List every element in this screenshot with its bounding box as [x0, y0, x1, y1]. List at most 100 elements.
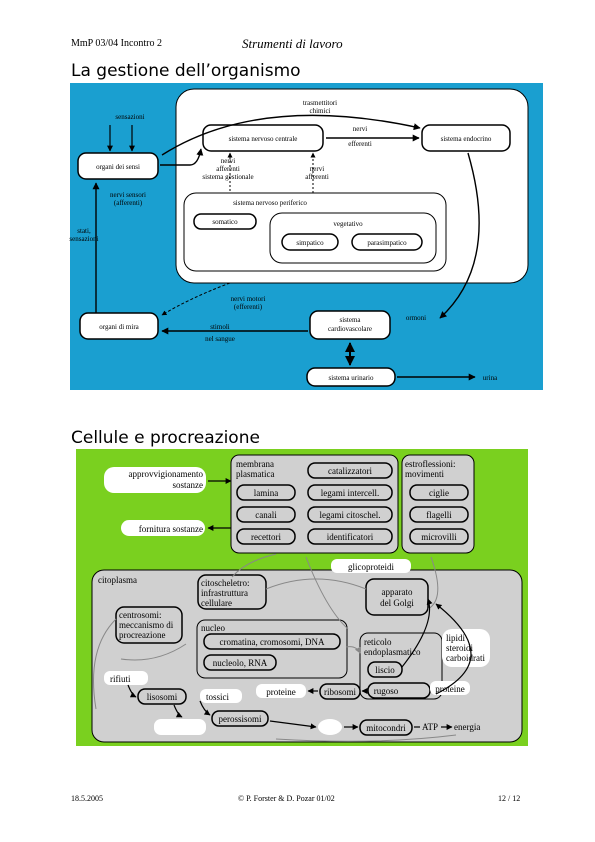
label-sensazioni: sensazioni [115, 113, 144, 121]
label-approvv-2: sostanze [173, 480, 204, 490]
arrow-proteine-golgi [435, 603, 472, 695]
label-snc: sistema nervoso centrale [229, 135, 298, 143]
bubble-lipidi [442, 629, 490, 667]
label-nervi-motori-1: nervi motori [231, 295, 266, 303]
curve-citosch-golgi [265, 578, 367, 590]
label-citosch-1: citoscheletro: [201, 578, 249, 588]
diagram-cellule: membrana plasmatica approvvigionamento s… [76, 449, 528, 746]
label-citosch-3: cellulare [201, 598, 232, 608]
arrow-lisosomi-out [173, 704, 183, 718]
label-urina: urina [483, 374, 498, 382]
label-recettori: recettori [251, 532, 281, 542]
label-centrosomi-1: centrosomi: [119, 610, 162, 620]
box-cardiovascolare [309, 310, 391, 340]
label-stati-2: sensazioni [69, 235, 98, 243]
box-microvilli [409, 528, 469, 545]
label-estrofl-2: movimenti [405, 469, 444, 479]
box-snc [202, 124, 324, 152]
label-cromatina: cromatina, cromosomi, DNA [220, 637, 325, 647]
arrow-nervi-motori [161, 282, 231, 316]
label-proteine-left: proteine [266, 687, 296, 697]
label-cardio-2: cardiovascolare [328, 325, 372, 333]
label-reticolo-1: reticolo [364, 637, 392, 647]
label-ciglie: ciglie [429, 488, 449, 498]
box-legami-citoschel [307, 506, 393, 523]
label-nervi-af-sg-3: sistema gestionale [202, 173, 253, 181]
label-membrana-2: plasmatica [236, 469, 274, 479]
box-recettori [236, 528, 296, 545]
label-golgi-1: apparato [382, 587, 413, 597]
section-title-organismo: La gestione dell’organismo [71, 61, 301, 81]
label-trasmettitori-1: trasmettitori [303, 99, 337, 107]
label-somatico: somatico [212, 218, 238, 226]
label-organi-sensi: organi dei sensi [96, 163, 140, 171]
label-trasmettitori-2: chimici [310, 107, 331, 115]
label-vegetativo: vegetativo [333, 220, 363, 228]
label-lisosomi: lisosomi [147, 692, 178, 702]
label-nucleo: nucleo [201, 623, 225, 633]
label-citoplasma: citoplasma [98, 575, 137, 585]
label-stati-1: stati, [77, 227, 91, 235]
box-simpatico [281, 233, 339, 251]
label-ribosomi: ribosomi [324, 687, 357, 697]
box-legami-intercell [307, 484, 393, 501]
curve-outer-left [93, 618, 117, 710]
label-nervi-sensori-2: (afferenti) [114, 199, 143, 207]
label-approvv-1: approvvigionamento [129, 469, 204, 479]
box-perossisomi [211, 710, 269, 727]
box-citoscheletro [197, 574, 267, 610]
box-endocrino [421, 124, 511, 152]
arrow-perossisomi-out [269, 720, 317, 730]
bubble-glicoproteidi [331, 559, 411, 573]
bubble-perossisomi-output [318, 719, 342, 735]
footer-date: 18.5.2005 [71, 794, 103, 803]
curve-outer-bottom [275, 734, 457, 742]
label-snp: sistema nervoso periferico [233, 199, 307, 207]
diagram-gestione-organismo: sistema nervoso centrale sistema endocri… [69, 83, 543, 390]
curve-nucleo-reticolo [345, 646, 361, 654]
arrow-sensi-snc [160, 148, 204, 166]
label-simpatico: simpatico [296, 239, 324, 247]
box-mitocondri [359, 719, 413, 736]
box-organi-sensi [77, 152, 159, 180]
label-nervi-sensori-1: nervi sensori [110, 191, 146, 199]
bubble-fornitura [121, 520, 205, 536]
label-legami-intercell: legami intercell. [321, 488, 379, 498]
arrow-reticolo-golgi [401, 598, 433, 668]
label-rugoso: rugoso [374, 686, 399, 696]
label-fornitura: fornitura sostanze [139, 524, 203, 534]
bubble-tossici [200, 689, 242, 703]
label-lipidi-3: carboidrati [446, 653, 485, 663]
label-organi-mira: organi di mira [99, 323, 139, 331]
box-catalizzatori [307, 462, 393, 479]
label-identificatori: identificatori [327, 532, 374, 542]
footer-copyright: © P. Forster & D. Pozar 01/02 [238, 794, 335, 803]
label-nervi-af-2: afferenti [305, 173, 329, 181]
label-golgi-2: del Golgi [380, 598, 414, 608]
label-perossisomi: perossisomi [218, 714, 262, 724]
label-nervi-af-1: nervi [310, 165, 324, 173]
label-microvilli: microvilli [421, 532, 457, 542]
box-liscio [367, 661, 403, 678]
curve-membrana-nucleo [305, 556, 349, 630]
label-membrana-1: membrana [236, 459, 274, 469]
label-nervi-af-sg-2: afferenti [216, 165, 240, 173]
label-legami-citoschel: legami citoschel. [320, 510, 381, 520]
label-centrosomi-2: meccanismo di [119, 620, 174, 630]
label-mitocondri: mitocondri [366, 723, 406, 733]
bubble-lisosomi-output [154, 719, 206, 735]
box-nucleolo [203, 654, 277, 671]
curve-estrofl-golgi [427, 556, 439, 610]
box-golgi [365, 578, 429, 616]
box-cromatina [203, 633, 341, 650]
box-canali [236, 506, 296, 523]
label-reticolo-2: endoplasmatico [364, 647, 421, 657]
header-left: MmP 03/04 Incontro 2 [71, 38, 163, 49]
box-identificatori [307, 528, 393, 545]
bubble-proteine-left [256, 684, 306, 698]
bubble-rifiuti [104, 671, 148, 685]
arrow-rifiuti-lisosomi [127, 684, 137, 698]
label-lipidi-2: steroidi [446, 643, 473, 653]
label-glicoproteidi: glicoproteidi [348, 562, 394, 572]
label-urinario: sistema urinario [329, 374, 374, 382]
